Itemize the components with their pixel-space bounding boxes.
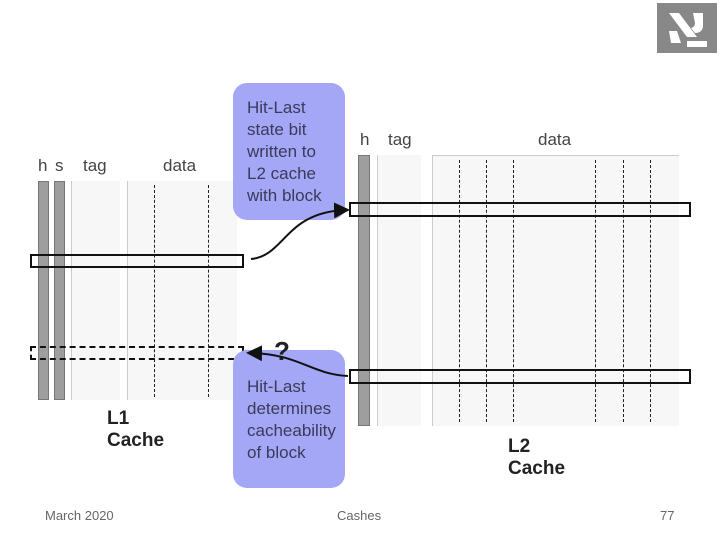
l2-data-divider <box>595 160 596 422</box>
read-arrow <box>246 345 349 377</box>
callout-line: of block <box>247 443 306 462</box>
l1-highlighted-row <box>30 254 244 268</box>
l1-s-column <box>54 181 65 400</box>
footer-topic: Cashes <box>337 508 382 523</box>
footer-date: March 2020 <box>45 508 114 523</box>
l2-data-divider <box>459 160 460 422</box>
callout-line: Hit-Last <box>247 98 306 117</box>
callout-line: with block <box>247 186 322 205</box>
l2-tag-column <box>377 155 421 426</box>
l2-data-divider <box>650 160 651 422</box>
callout-line: state bit <box>247 120 307 139</box>
l2-header-data: data <box>538 130 572 149</box>
l2-written-row <box>349 202 691 217</box>
l1-data-divider <box>154 185 155 397</box>
l1-tag-column <box>71 181 120 400</box>
callout-line: determines <box>247 399 332 418</box>
l1-header-s: s <box>55 156 64 175</box>
write-arrow <box>250 202 350 260</box>
callout-line: written to <box>247 142 316 161</box>
l2-data-divider <box>623 160 624 422</box>
l2-data-divider <box>513 160 514 422</box>
l1-header-data: data <box>163 156 197 175</box>
footer-page-number: 77 <box>660 508 675 523</box>
l2-data-column <box>432 155 679 426</box>
l2-title: L2 Cache <box>508 436 566 479</box>
callout-line: cacheability <box>247 421 336 440</box>
l1-header-h: h <box>38 156 48 175</box>
callout-line: Hit-Last <box>247 377 306 396</box>
l1-data-column <box>127 181 237 400</box>
callout-hit-last-written: Hit-Last state bit written to L2 cache w… <box>233 83 345 220</box>
l2-read-row <box>349 369 691 384</box>
callout-line: L2 cache <box>247 164 316 183</box>
l1-header-tag: tag <box>83 156 107 175</box>
l2-header-tag: tag <box>388 130 412 149</box>
l2-header-h: h <box>360 130 370 149</box>
l1-title: L1 Cache <box>107 408 165 451</box>
l1-h-column <box>38 181 49 400</box>
l1-data-divider <box>208 185 209 397</box>
technion-logo-icon <box>657 3 717 53</box>
l2-h-column <box>358 155 370 426</box>
l2-data-divider <box>486 160 487 422</box>
